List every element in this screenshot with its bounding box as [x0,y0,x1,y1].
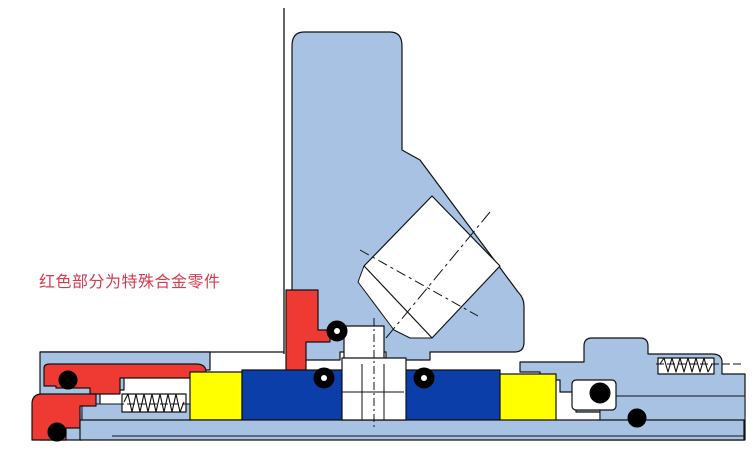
oring-right-lower [627,408,647,428]
yellow-ring-right [497,373,557,423]
drive-pin-block [343,325,385,361]
gland-bore-inlet [357,265,433,339]
oring-left-top [58,370,78,390]
bore-crossline [359,249,479,317]
bore-centerline [385,211,491,339]
caption-label: 红色部分为特殊合金零件 [39,272,221,291]
oring-center-right-highlight [421,375,427,381]
alloy-part-left-bottom [31,393,97,441]
right-spring [659,357,713,373]
left-spring [123,393,185,413]
shaft-sleeve [79,419,745,441]
yellow-ring-left [189,371,243,421]
oring-center-left-highlight [321,375,327,381]
oring-right-upper [589,382,611,404]
oring-gland-top-highlight [334,328,340,334]
oring-left-bottom [47,422,67,442]
